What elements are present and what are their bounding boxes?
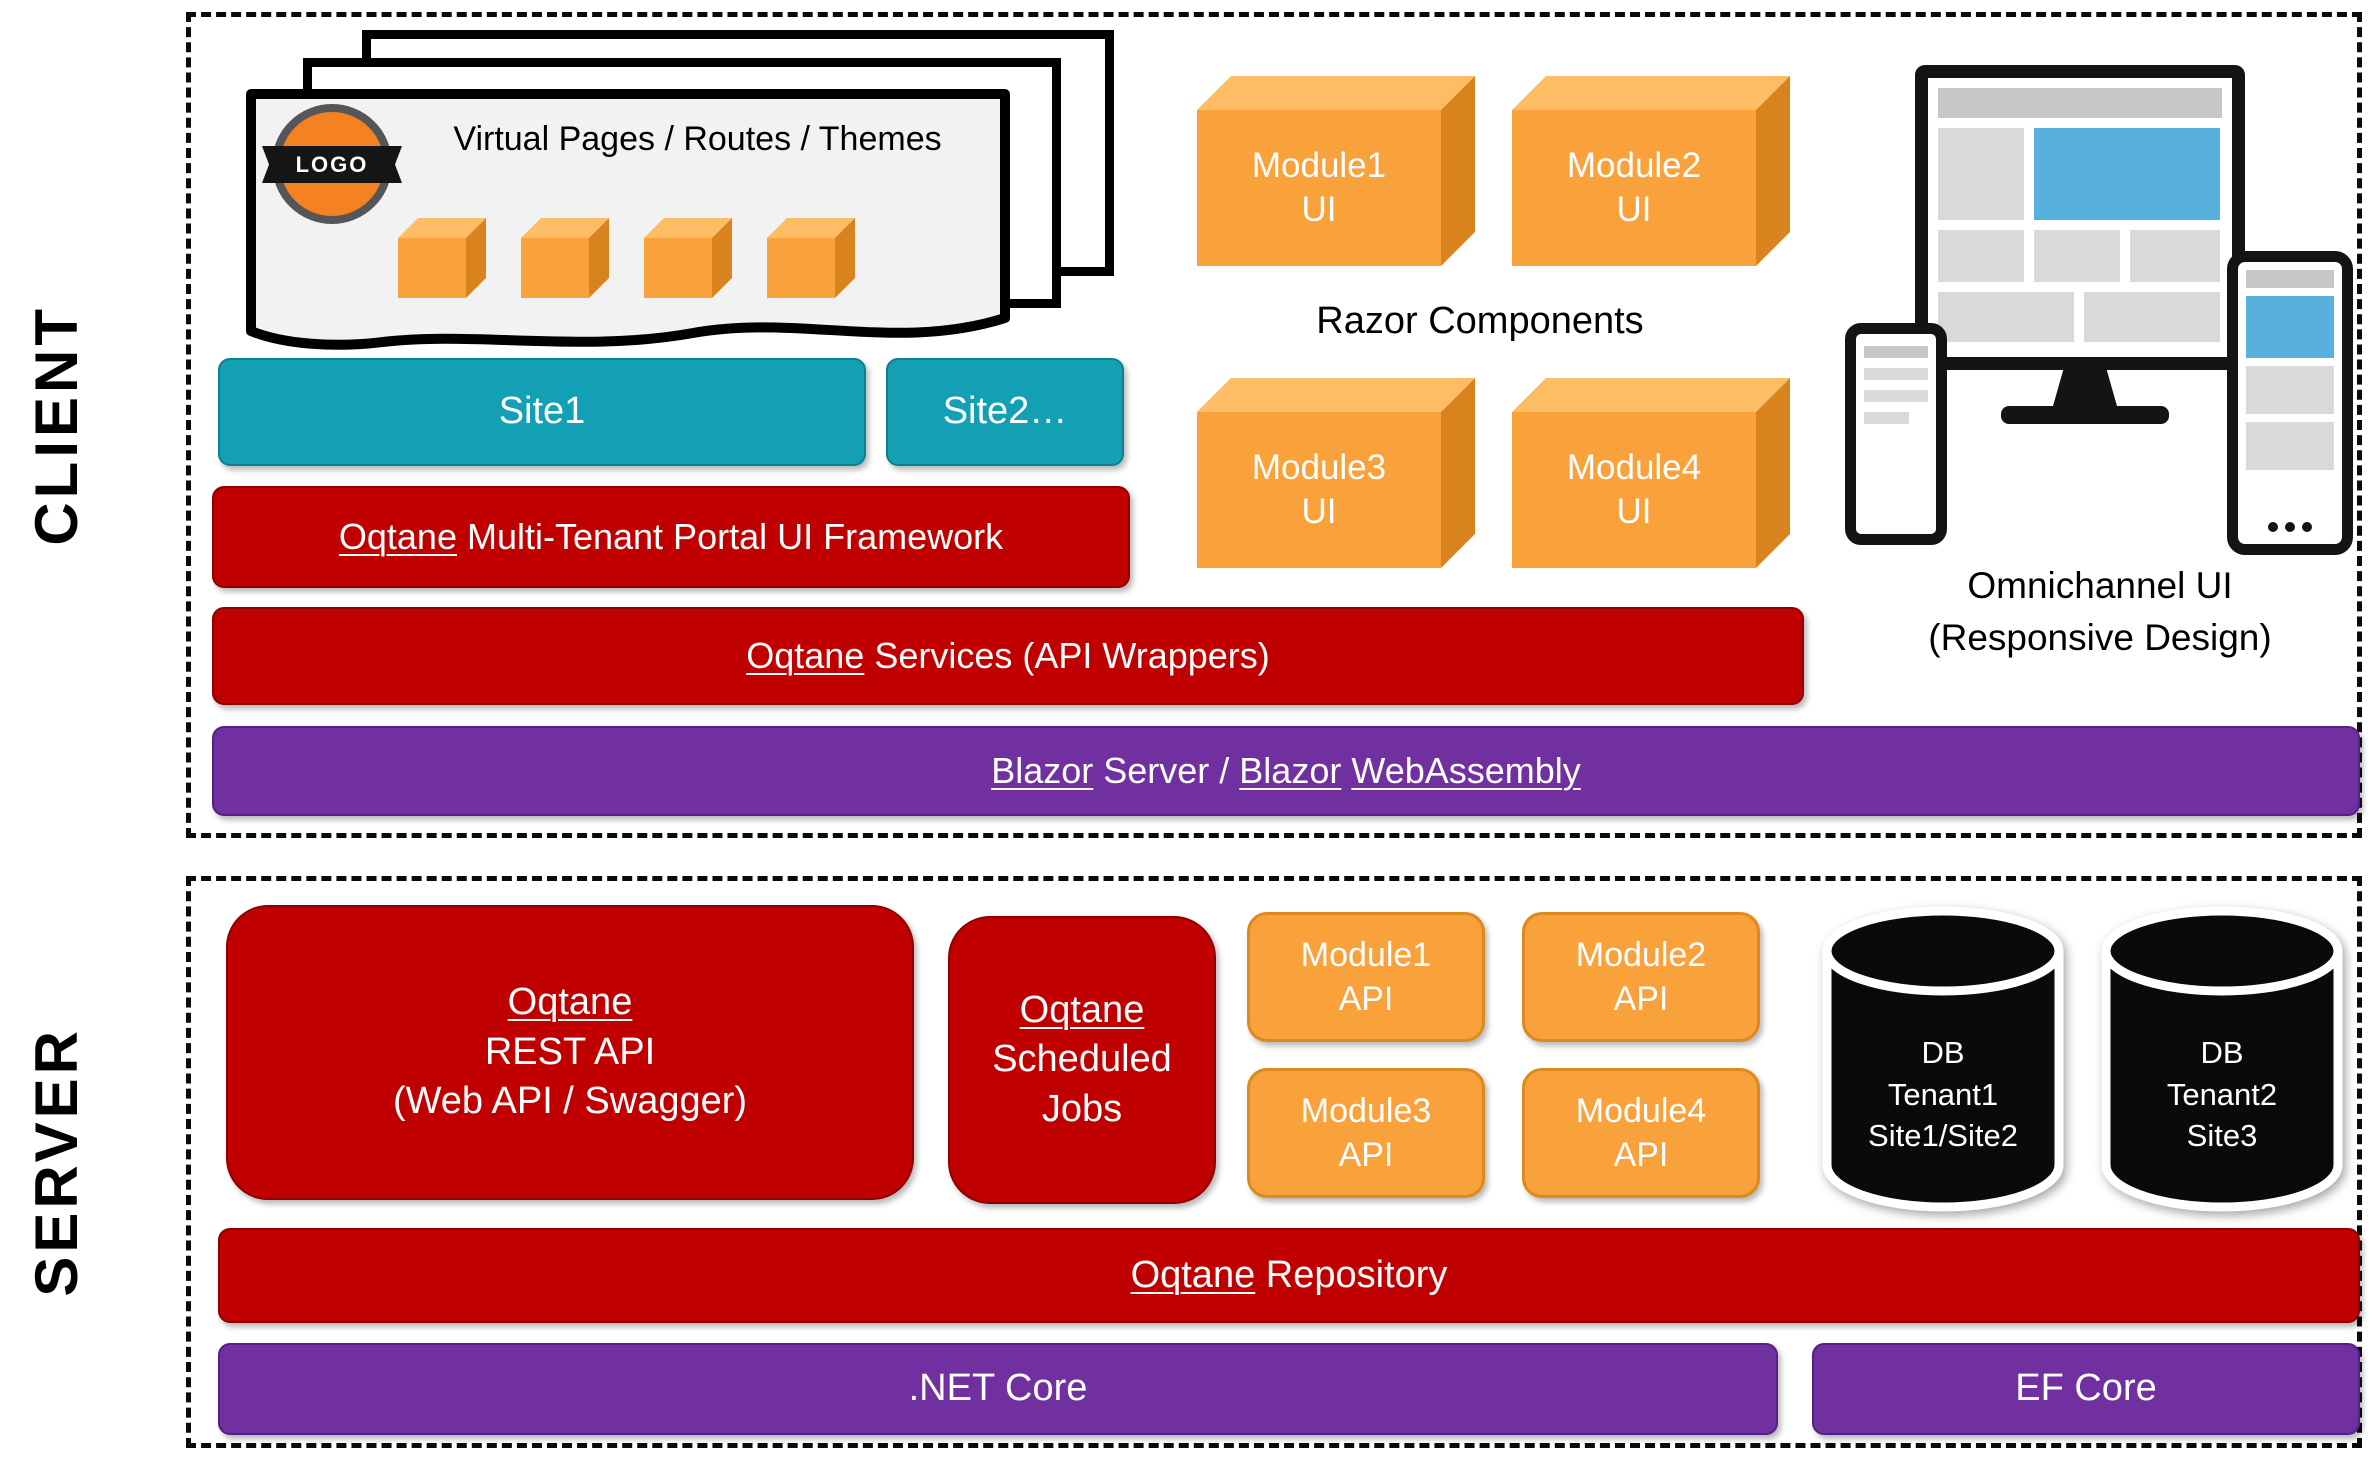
- blazor-box: Blazor Server / Blazor WebAssembly: [212, 726, 2360, 816]
- module3-api-box: Module3 API: [1247, 1068, 1485, 1198]
- phone-icon: [1845, 323, 1947, 545]
- site1-label: Site1: [498, 390, 586, 433]
- module2-api-label: Module2 API: [1575, 935, 1707, 1018]
- scheduled-jobs-box: Oqtane Scheduled Jobs: [948, 916, 1216, 1204]
- module1-ui-label: Module1 UI: [1251, 146, 1387, 229]
- server-region-label: SERVER: [8, 876, 104, 1448]
- site2-label: Site2…: [942, 390, 1068, 433]
- blazor-label: Blazor Server / Blazor WebAssembly: [991, 749, 1581, 791]
- site1-box: Site1: [218, 358, 866, 466]
- database-tenant2-label: DB Tenant2 Site3: [2166, 1034, 2278, 1154]
- tablet-icon: [2227, 251, 2353, 555]
- module4-ui-label: Module4 UI: [1566, 448, 1702, 531]
- monitor-icon: [1915, 65, 2245, 370]
- module1-api-box: Module1 API: [1247, 912, 1485, 1042]
- server-region-frame: [186, 876, 2362, 1448]
- module2-api-box: Module2 API: [1522, 912, 1760, 1042]
- client-region-label: CLIENT: [8, 12, 104, 838]
- monitor-screen: [1938, 88, 2222, 347]
- monitor-stand: [2053, 370, 2117, 406]
- logo-icon: LOGO: [262, 104, 402, 224]
- module4-api-label: Module4 API: [1575, 1091, 1707, 1174]
- module4-ui-cube: Module4 UI: [1512, 412, 1756, 568]
- module2-ui-label: Module2 UI: [1566, 146, 1702, 229]
- ef-core-label: EF Core: [2015, 1367, 2157, 1410]
- repository-label: Oqtane Repository: [1130, 1253, 1448, 1296]
- database-tenant1-label: DB Tenant1 Site1/Site2: [1868, 1034, 2018, 1154]
- omnichannel-caption: Omnichannel UI (Responsive Design): [1845, 560, 2355, 664]
- module1-ui-cube: Module1 UI: [1197, 110, 1441, 266]
- module3-api-label: Module3 API: [1300, 1091, 1432, 1174]
- module4-api-box: Module4 API: [1522, 1068, 1760, 1198]
- site2-box: Site2…: [886, 358, 1124, 466]
- client-region-frame: [186, 12, 2362, 838]
- server-region-label-text: SERVER: [22, 1027, 90, 1297]
- dotnet-core-label: .NET Core: [908, 1367, 1088, 1410]
- module2-ui-cube: Module2 UI: [1512, 110, 1756, 266]
- portal-framework-box: Oqtane Multi-Tenant Portal UI Framework: [212, 486, 1130, 588]
- rest-api-label: Oqtane REST API (Web API / Swagger): [392, 981, 748, 1123]
- ef-core-box: EF Core: [1812, 1343, 2360, 1435]
- theme-cube-icon: [521, 238, 589, 298]
- portal-framework-label: Oqtane Multi-Tenant Portal UI Framework: [338, 515, 1004, 557]
- rest-api-box: Oqtane REST API (Web API / Swagger): [226, 905, 914, 1200]
- oqtane-services-label: Oqtane Services (API Wrappers): [746, 634, 1270, 676]
- theme-cube-icon: [767, 238, 835, 298]
- module1-api-label: Module1 API: [1300, 935, 1432, 1018]
- omnichannel-illustration: Omnichannel UI (Responsive Design): [1845, 55, 2355, 665]
- repository-box: Oqtane Repository: [218, 1228, 2360, 1323]
- omnichannel-caption-line2: (Responsive Design): [1928, 616, 2272, 658]
- monitor-stand-base: [2001, 406, 2169, 424]
- database-tenant2-icon: DB Tenant2 Site3: [2097, 903, 2347, 1218]
- module3-ui-label: Module3 UI: [1251, 448, 1387, 531]
- logo-ribbon: LOGO: [262, 146, 402, 183]
- scheduled-jobs-label: Oqtane Scheduled Jobs: [992, 988, 1172, 1130]
- oqtane-services-box: Oqtane Services (API Wrappers): [212, 607, 1804, 705]
- theme-cube-icon: [644, 238, 712, 298]
- tablet-home-dots: [2246, 522, 2334, 532]
- database-tenant1-icon: DB Tenant1 Site1/Site2: [1818, 903, 2068, 1218]
- logo-text: LOGO: [295, 151, 369, 177]
- client-region-label-text: CLIENT: [22, 304, 90, 546]
- dotnet-core-box: .NET Core: [218, 1343, 1778, 1435]
- omnichannel-caption-line1: Omnichannel UI: [1967, 565, 2233, 606]
- theme-cube-icon: [398, 238, 466, 298]
- virtual-pages-title: Virtual Pages / Routes / Themes: [453, 120, 942, 158]
- razor-components-heading: Razor Components: [1316, 300, 1644, 342]
- module3-ui-cube: Module3 UI: [1197, 412, 1441, 568]
